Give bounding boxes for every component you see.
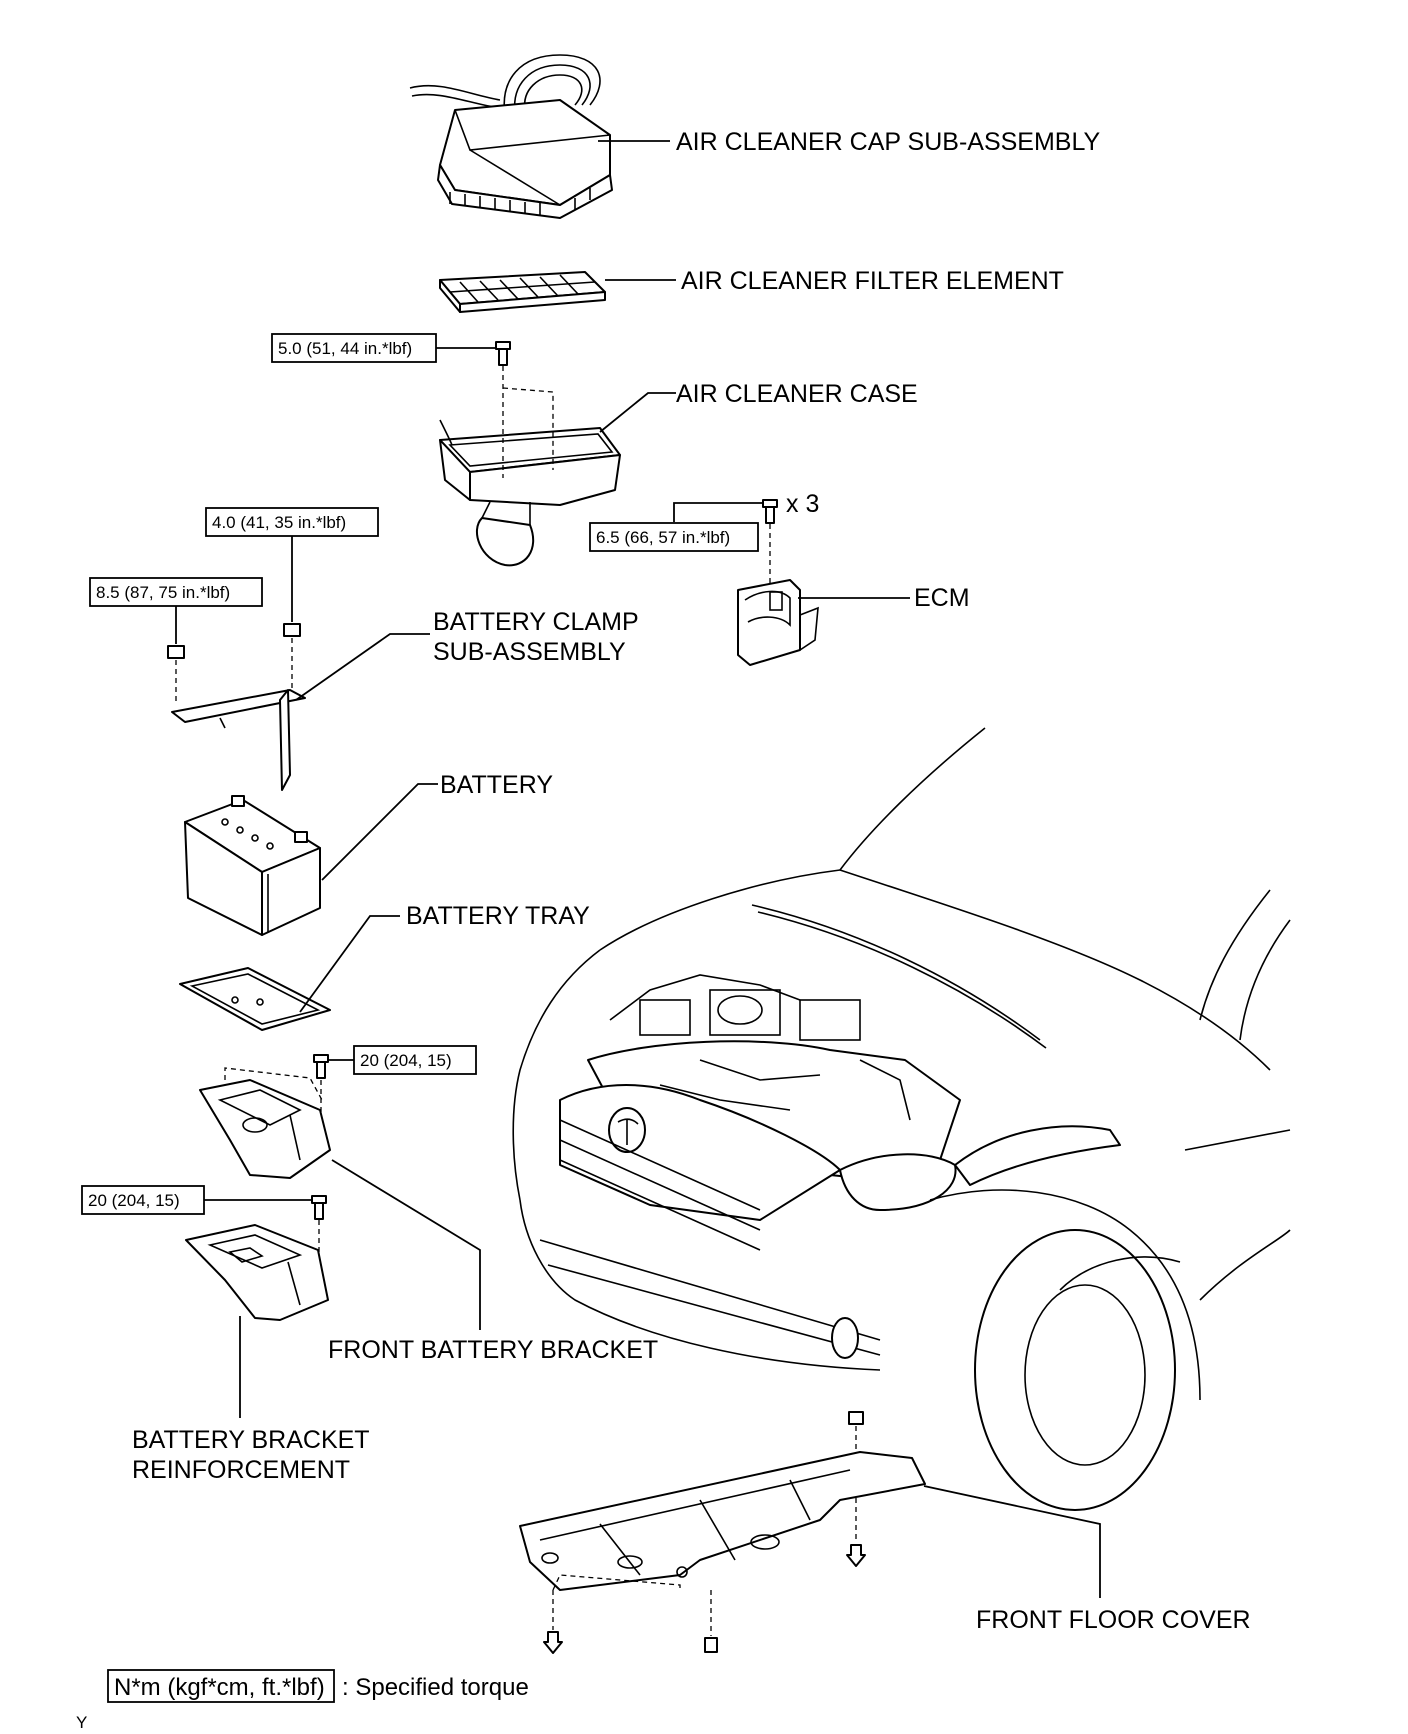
ecm-drawing	[737, 579, 819, 666]
air-cleaner-filter-drawing	[439, 271, 606, 313]
label-reinforcement-1: BATTERY BRACKET	[132, 1426, 370, 1454]
label-battery-tray: BATTERY TRAY	[406, 902, 590, 930]
case-bolt-icon	[495, 341, 511, 366]
label-battery-clamp-1: BATTERY CLAMP	[433, 608, 639, 636]
legend-unit: N*m (kgf*cm, ft.*lbf)	[114, 1674, 325, 1701]
floor-cover-nut-icon	[848, 1411, 864, 1425]
label-battery: BATTERY	[440, 771, 553, 799]
air-cleaner-case-drawing	[439, 419, 621, 567]
torque-ecm: 6.5 (66, 57 in.*lbf)	[596, 528, 730, 547]
battery-tray-drawing	[179, 967, 331, 1031]
battery-bracket-reinforcement-drawing	[185, 1224, 329, 1321]
torque-clamp-nut: 8.5 (87, 75 in.*lbf)	[96, 583, 230, 602]
clamp-nut-icon	[167, 623, 301, 659]
corner-mark: Y	[76, 1713, 87, 1732]
vehicle-front-drawing	[512, 727, 1291, 1511]
ecm-bolt-quantity: x 3	[786, 490, 819, 518]
label-reinforcement-2: REINFORCEMENT	[132, 1456, 350, 1484]
label-air-cleaner-case: AIR CLEANER CASE	[676, 380, 918, 408]
label-front-battery-bracket: FRONT BATTERY BRACKET	[328, 1336, 658, 1364]
label-ecm: ECM	[914, 584, 970, 612]
front-battery-bracket-drawing	[199, 1079, 331, 1179]
label-air-cleaner-cap: AIR CLEANER CAP SUB-ASSEMBLY	[676, 128, 1101, 156]
reinforcement-bolt-icon	[311, 1195, 327, 1220]
torque-clamp-rod-nut: 4.0 (41, 35 in.*lbf)	[212, 513, 346, 532]
torque-bracket-reinforcement: 20 (204, 15)	[88, 1191, 180, 1210]
battery-drawing	[184, 795, 321, 936]
label-front-floor-cover: FRONT FLOOR COVER	[976, 1606, 1251, 1634]
battery-clamp-drawing	[171, 689, 306, 791]
label-air-cleaner-filter: AIR CLEANER FILTER ELEMENT	[681, 267, 1064, 295]
front-bracket-bolt-icon	[313, 1054, 329, 1079]
torque-front-battery-bracket: 20 (204, 15)	[360, 1051, 452, 1070]
air-cleaner-cap-drawing	[409, 54, 613, 219]
label-battery-clamp-2: SUB-ASSEMBLY	[433, 638, 626, 666]
ecm-bolt-icon	[762, 499, 778, 524]
front-floor-cover-drawing	[519, 1451, 926, 1591]
torque-air-cleaner-case: 5.0 (51, 44 in.*lbf)	[278, 339, 412, 358]
floor-cover-clips-icon	[543, 1544, 866, 1654]
legend-unit-box	[107, 1669, 335, 1703]
legend-description: : Specified torque	[342, 1674, 529, 1701]
